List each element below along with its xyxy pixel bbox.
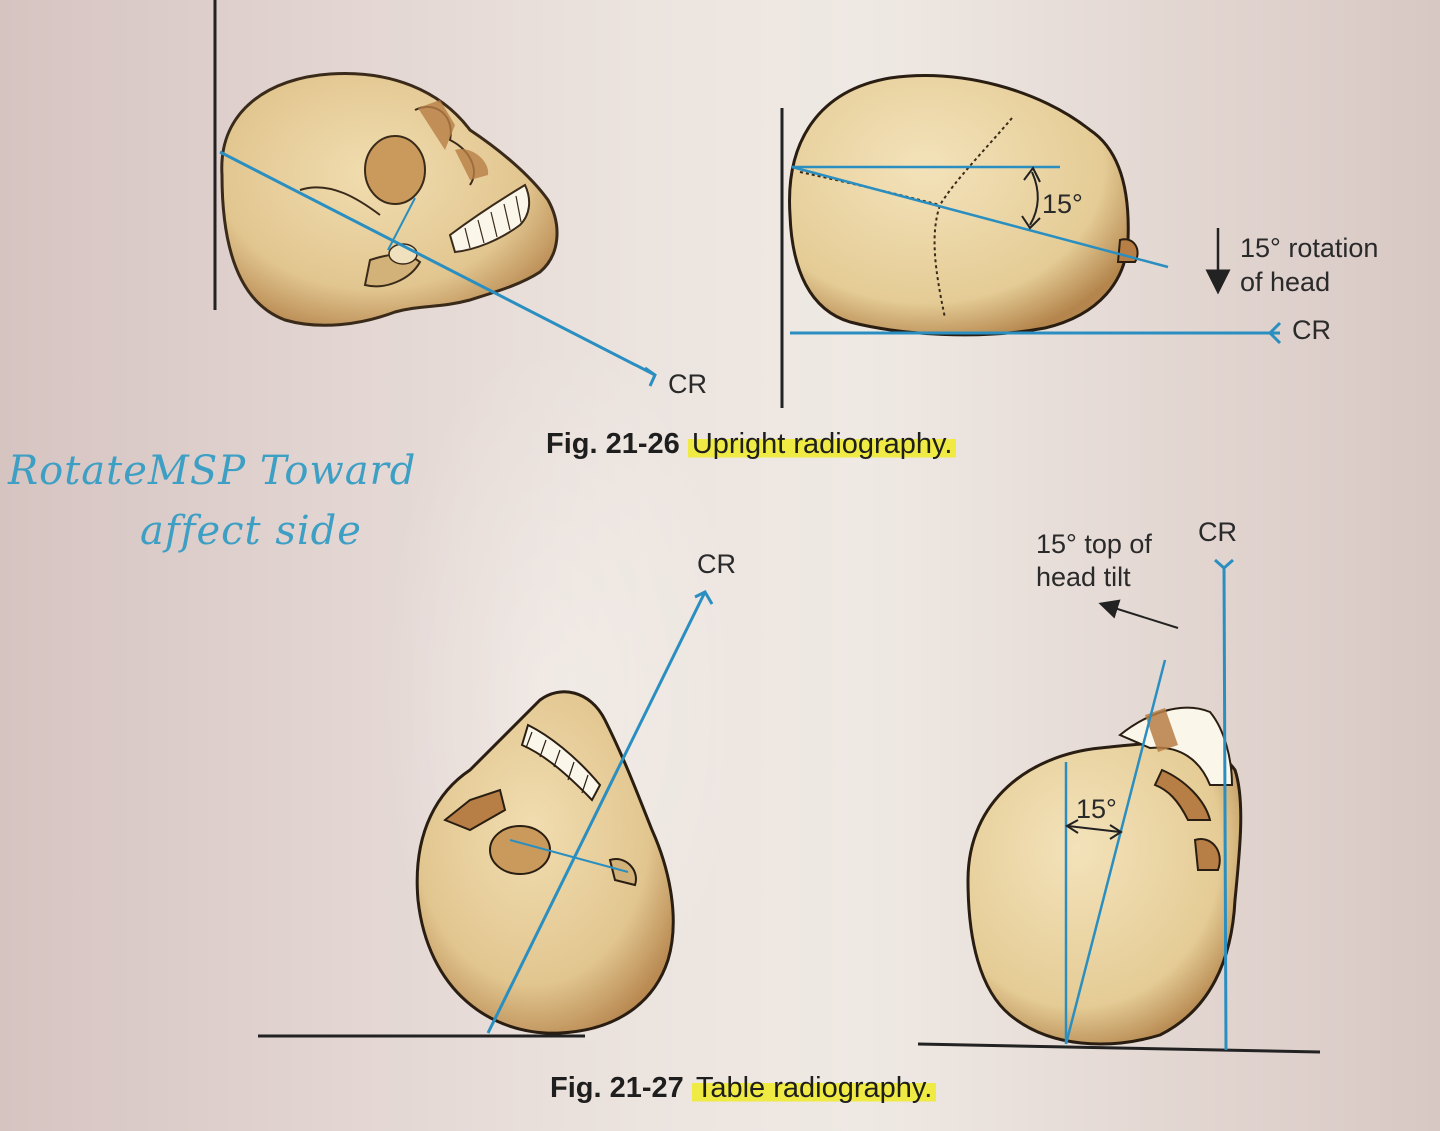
fig2-left-cr-line xyxy=(486,591,707,1034)
fig1-left-cr-line xyxy=(219,150,656,377)
fig2-right-table-line xyxy=(917,1042,1321,1054)
fig1-number: Fig. 21-26 xyxy=(546,428,680,460)
fig1-right-cr-label: CR xyxy=(1292,315,1331,345)
fig1-rotated-skull xyxy=(780,74,1282,408)
fig2-msp-line xyxy=(1064,659,1167,1045)
fig1-title: Upright radiography. xyxy=(687,428,957,460)
fig2-title: Table radiography. xyxy=(691,1072,937,1104)
handwritten-note-line-2: affect side xyxy=(140,508,362,554)
fig1-rotation-label-1: 15° rotation xyxy=(1240,233,1379,263)
fig2-number: Fig. 21-27 xyxy=(550,1072,684,1104)
fig1-msp-line xyxy=(791,165,1169,269)
fig2-left-cr-label: CR xyxy=(697,549,736,579)
fig2-right-cr-line xyxy=(1222,565,1228,1051)
fig2-table-skull xyxy=(258,590,714,1038)
fig2-caption: Fig. 21-27 Table radiography. xyxy=(550,1072,937,1105)
fig2-angle-label: 15° xyxy=(1076,794,1117,824)
fig1-rotation-label-2: of head xyxy=(1240,267,1331,297)
fig1-caption: Fig. 21-26 Upright radiography. xyxy=(546,428,957,461)
fig2-right-cr-label: CR xyxy=(1198,517,1237,547)
fig2-tilted-skull xyxy=(917,558,1321,1054)
fig1-left-cr-label: CR xyxy=(668,369,707,399)
fig2-tilt-label-1: 15° top of xyxy=(1036,529,1152,559)
handwritten-note-line-1: RotateMSP Toward xyxy=(8,448,417,494)
fig2-tilt-arrow xyxy=(1098,599,1179,629)
fig1-angle-label: 15° xyxy=(1042,189,1083,219)
fig1-lateral-skull xyxy=(213,0,657,387)
fig2-tilt-label-2: head tilt xyxy=(1036,562,1131,592)
